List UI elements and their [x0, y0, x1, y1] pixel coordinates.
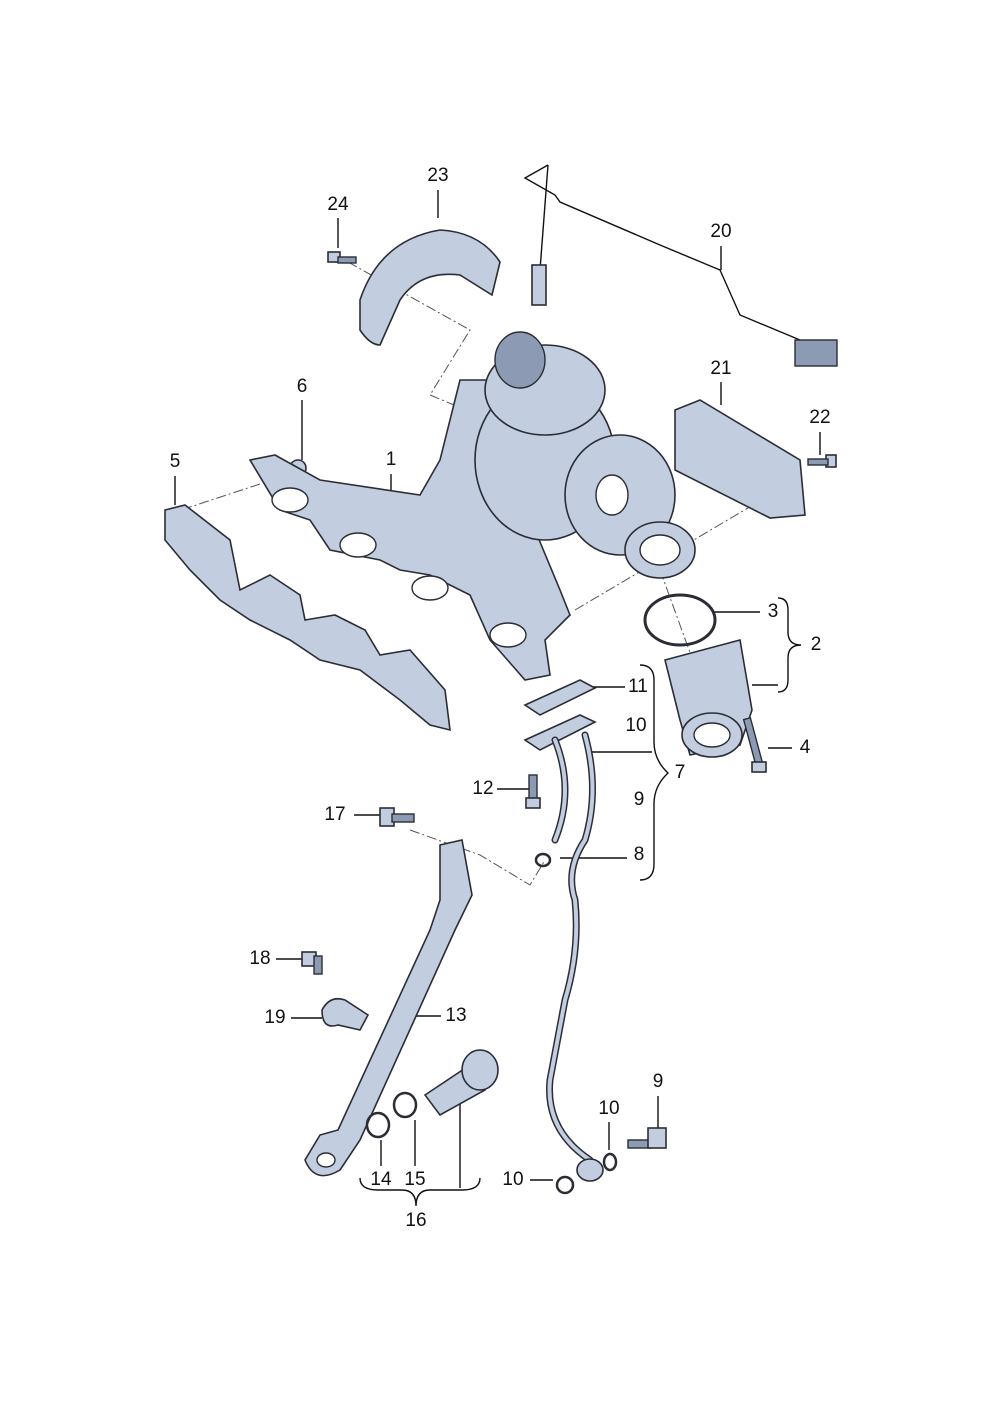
callout-20: 20 — [710, 221, 732, 242]
o-ring-15 — [392, 1091, 418, 1119]
callout-13: 13 — [445, 1005, 467, 1026]
gasket-11 — [523, 679, 597, 716]
washer-10-right — [602, 1152, 618, 1172]
callout-9-pipe: 9 — [633, 789, 645, 810]
o-ring-3 — [643, 593, 717, 647]
fitting-16 — [423, 1049, 499, 1117]
heat-shield-23 — [359, 229, 501, 346]
callout-18: 18 — [249, 948, 271, 969]
bracket-21 — [674, 399, 806, 519]
gasket-5 — [164, 504, 451, 732]
callout-17: 17 — [324, 804, 346, 825]
bolt-4 — [742, 716, 767, 773]
callout-10-flange: 10 — [625, 715, 647, 736]
elbow-2 — [664, 639, 753, 758]
callout-4: 4 — [799, 737, 811, 758]
callout-11: 11 — [628, 676, 648, 697]
callout-6: 6 — [296, 376, 308, 397]
callout-22: 22 — [809, 407, 831, 428]
bolt-22 — [807, 454, 837, 468]
flange-10 — [523, 714, 597, 751]
turbocharger — [474, 331, 696, 579]
callout-12: 12 — [472, 778, 494, 799]
callout-8: 8 — [633, 844, 645, 865]
callout-14: 14 — [370, 1169, 392, 1190]
callout-7: 7 — [674, 762, 686, 783]
callout-1: 1 — [385, 449, 397, 470]
callout-19: 19 — [264, 1007, 286, 1028]
callout-24: 24 — [327, 194, 349, 215]
bolt-24 — [327, 251, 357, 264]
callout-10-washer-right: 10 — [598, 1098, 620, 1119]
callout-9-bolt: 9 — [652, 1071, 664, 1092]
o-ring-8 — [534, 852, 552, 868]
callout-3: 3 — [767, 601, 779, 622]
callout-5: 5 — [169, 451, 181, 472]
callout-21: 21 — [710, 358, 732, 379]
oil-return-pipe-13 — [304, 839, 473, 1177]
callout-23: 23 — [427, 165, 449, 186]
bolt-12 — [525, 774, 541, 809]
clip-19 — [321, 997, 370, 1031]
oil-pipe-9 — [546, 731, 604, 1182]
bolt-17 — [379, 807, 415, 827]
callout-2: 2 — [810, 634, 822, 655]
callout-16: 16 — [405, 1210, 427, 1231]
o-ring-14 — [365, 1111, 391, 1139]
callout-10-washer-left: 10 — [502, 1169, 524, 1190]
manifold-ports — [271, 487, 527, 648]
washer-10-left — [555, 1175, 575, 1195]
bolt-18 — [301, 951, 323, 975]
temperature-sensor-20 — [523, 164, 838, 367]
bolt-9 — [627, 1127, 667, 1149]
callout-15: 15 — [404, 1169, 426, 1190]
